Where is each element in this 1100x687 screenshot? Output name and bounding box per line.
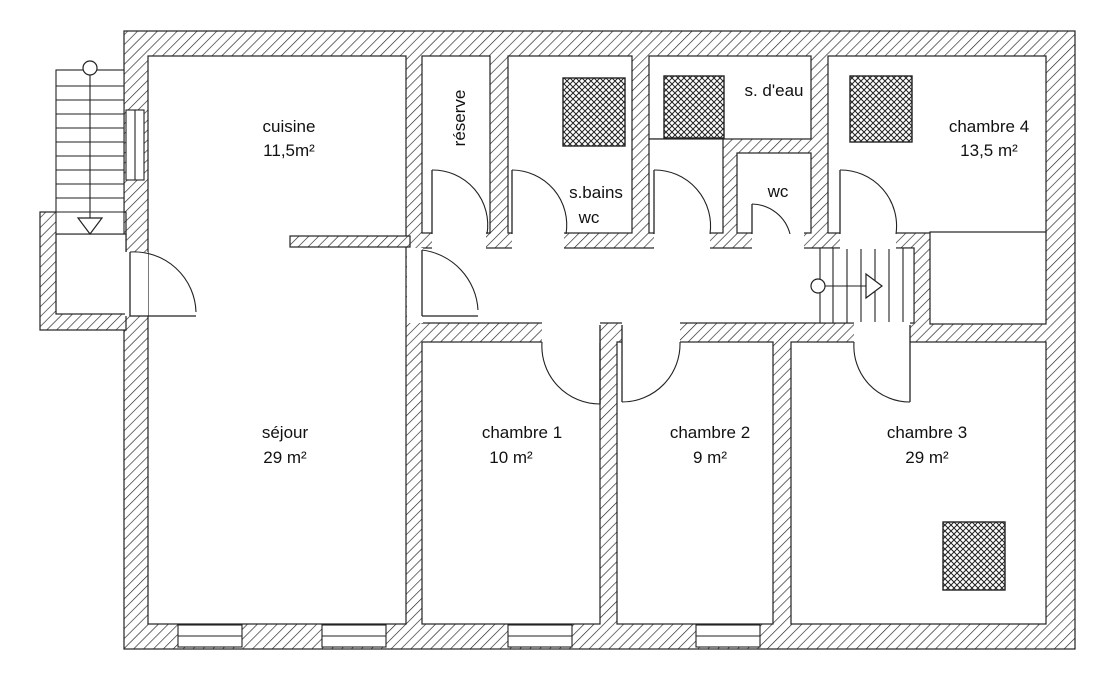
interior-staircase xyxy=(810,247,915,324)
chambre3-label: chambre 3 xyxy=(887,423,967,442)
stair-arrow-icon xyxy=(76,217,104,235)
reserve-label: réserve xyxy=(450,90,469,147)
cuisine-label: cuisine xyxy=(263,117,316,136)
landing-room xyxy=(55,233,127,315)
sejour-area: 29 m² xyxy=(263,448,307,467)
interior-stair-arrow-icon xyxy=(865,272,883,300)
chambre1-door[interactable] xyxy=(541,322,601,405)
chambre4-fixture xyxy=(849,75,913,143)
entrance-door[interactable] xyxy=(125,251,197,317)
corridor-door[interactable] xyxy=(421,249,479,317)
kitchen-partition xyxy=(289,235,411,248)
chambre3-door[interactable] xyxy=(853,322,911,403)
wc-door[interactable] xyxy=(751,203,804,249)
chambre3-area: 29 m² xyxy=(905,448,949,467)
chambre2-label: chambre 2 xyxy=(670,423,750,442)
chambre4-ext xyxy=(929,231,1047,325)
chambre2-door[interactable] xyxy=(621,322,681,403)
exterior-staircase xyxy=(55,60,125,235)
cuisine-sejour-room xyxy=(147,55,407,625)
sbains-label: s.bains xyxy=(569,183,623,202)
reserve-room xyxy=(421,55,491,234)
chambre3-room xyxy=(790,341,1047,625)
windows-bottom xyxy=(177,624,761,648)
chambre2-area: 9 m² xyxy=(693,448,727,467)
bathtub-fixture xyxy=(562,77,626,147)
chambre3-fixture xyxy=(942,521,1006,591)
sdeau-lower-room xyxy=(648,138,724,234)
chambre1-area: 10 m² xyxy=(489,448,533,467)
interior-stair-start-icon xyxy=(810,278,826,294)
chambre4-label: chambre 4 xyxy=(949,117,1029,136)
sbains-wc-label: wc xyxy=(578,208,600,227)
sbains-door[interactable] xyxy=(511,169,568,249)
cuisine-area: 11,5m² xyxy=(263,141,315,160)
shower-fixture xyxy=(663,75,725,139)
chambre4-area: 13,5 m² xyxy=(960,141,1018,160)
sdeau-door[interactable] xyxy=(653,169,712,249)
chambre2-room xyxy=(616,341,774,625)
chambre1-room xyxy=(421,341,601,625)
chambre1-label: chambre 1 xyxy=(482,423,562,442)
wc-label: wc xyxy=(767,182,789,201)
sejour-label: séjour xyxy=(262,423,309,442)
stair-start-icon xyxy=(82,60,98,76)
reserve-door[interactable] xyxy=(431,169,489,249)
sdeau-label: s. d'eau xyxy=(744,81,803,100)
chambre4-door[interactable] xyxy=(839,169,898,249)
